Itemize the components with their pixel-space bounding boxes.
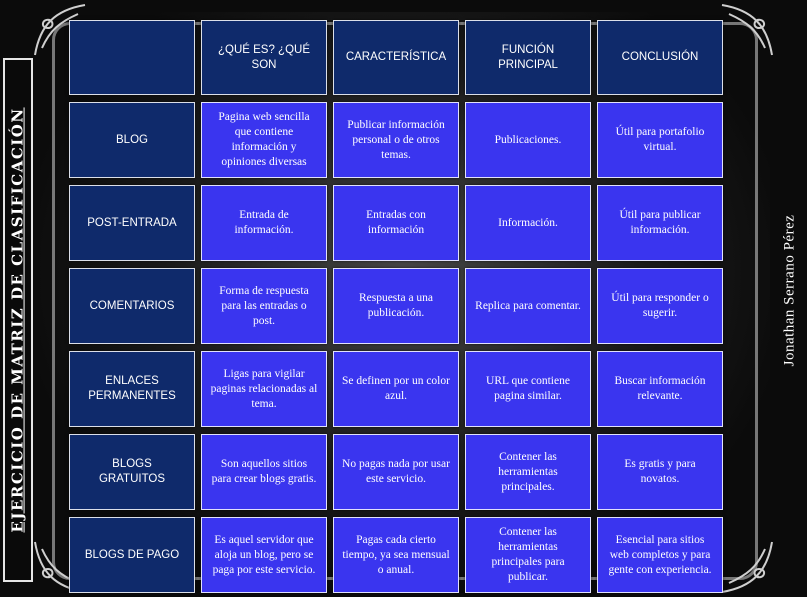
table-cell: Pagina web sencilla que contiene informa…: [201, 102, 327, 178]
header-cell-funcion: FUNCIÓN PRINCIPAL: [465, 20, 591, 95]
row-label-blogs-de-pago: BLOGS DE PAGO: [69, 517, 195, 593]
flourish-top-left-icon: [34, 4, 86, 56]
table-cell: Se definen por un color azul.: [333, 351, 459, 427]
table-cell: Esencial para sitios web completos y par…: [597, 517, 723, 593]
flourish-top-right-icon: [721, 4, 773, 56]
vertical-title-box: EJERCICIO DE MATRIZ DE CLASIFICACIÓN: [3, 58, 33, 582]
row-label-blog: BLOG: [69, 102, 195, 178]
table-cell: Útil para responder o sugerir.: [597, 268, 723, 344]
table-cell: No pagas nada por usar este servicio.: [333, 434, 459, 510]
table-cell: Útil para portafolio virtual.: [597, 102, 723, 178]
author-name: Jonathan Serrano Pérez: [781, 214, 798, 366]
table-cell: Información.: [465, 185, 591, 261]
header-cell-empty: [69, 20, 195, 95]
table-cell: Pagas cada cierto tiempo, ya sea mensual…: [333, 517, 459, 593]
table-cell: Es gratis y para novatos.: [597, 434, 723, 510]
row-label-post-entrada: POST-ENTRADA: [69, 185, 195, 261]
header-cell-caracteristica: CARACTERÍSTICA: [333, 20, 459, 95]
table-cell: Replica para comentar.: [465, 268, 591, 344]
table-cell: Entrada de información.: [201, 185, 327, 261]
table-cell: Contener las herramientas principales.: [465, 434, 591, 510]
row-label-blogs-gratuitos: BLOGS GRATUITOS: [69, 434, 195, 510]
row-label-comentarios: COMENTARIOS: [69, 268, 195, 344]
table-cell: Útil para publicar información.: [597, 185, 723, 261]
table-cell: Es aquel servidor que aloja un blog, per…: [201, 517, 327, 593]
table-cell: Publicar información personal o de otros…: [333, 102, 459, 178]
header-cell-conclusion: CONCLUSIÓN: [597, 20, 723, 95]
table-cell: Buscar información relevante.: [597, 351, 723, 427]
classification-matrix: ¿QUÉ ES? ¿QUÉ SON CARACTERÍSTICA FUNCIÓN…: [69, 20, 723, 593]
table-cell: Entradas con información: [333, 185, 459, 261]
table-cell: Contener las herramientas principales pa…: [465, 517, 591, 593]
author-label-box: Jonathan Serrano Pérez: [777, 175, 803, 405]
table-cell: Publicaciones.: [465, 102, 591, 178]
table-cell: URL que contiene pagina similar.: [465, 351, 591, 427]
table-cell: Son aquellos sitios para crear blogs gra…: [201, 434, 327, 510]
flourish-bottom-right-icon: [721, 541, 773, 593]
header-cell-que-es: ¿QUÉ ES? ¿QUÉ SON: [201, 20, 327, 95]
row-label-enlaces-permanentes: ENLACES PERMANENTES: [69, 351, 195, 427]
table-cell: Respuesta a una publicación.: [333, 268, 459, 344]
page-title: EJERCICIO DE MATRIZ DE CLASIFICACIÓN: [9, 107, 28, 533]
table-cell: Forma de respuesta para las entradas o p…: [201, 268, 327, 344]
table-cell: Ligas para vigilar paginas relacionadas …: [201, 351, 327, 427]
